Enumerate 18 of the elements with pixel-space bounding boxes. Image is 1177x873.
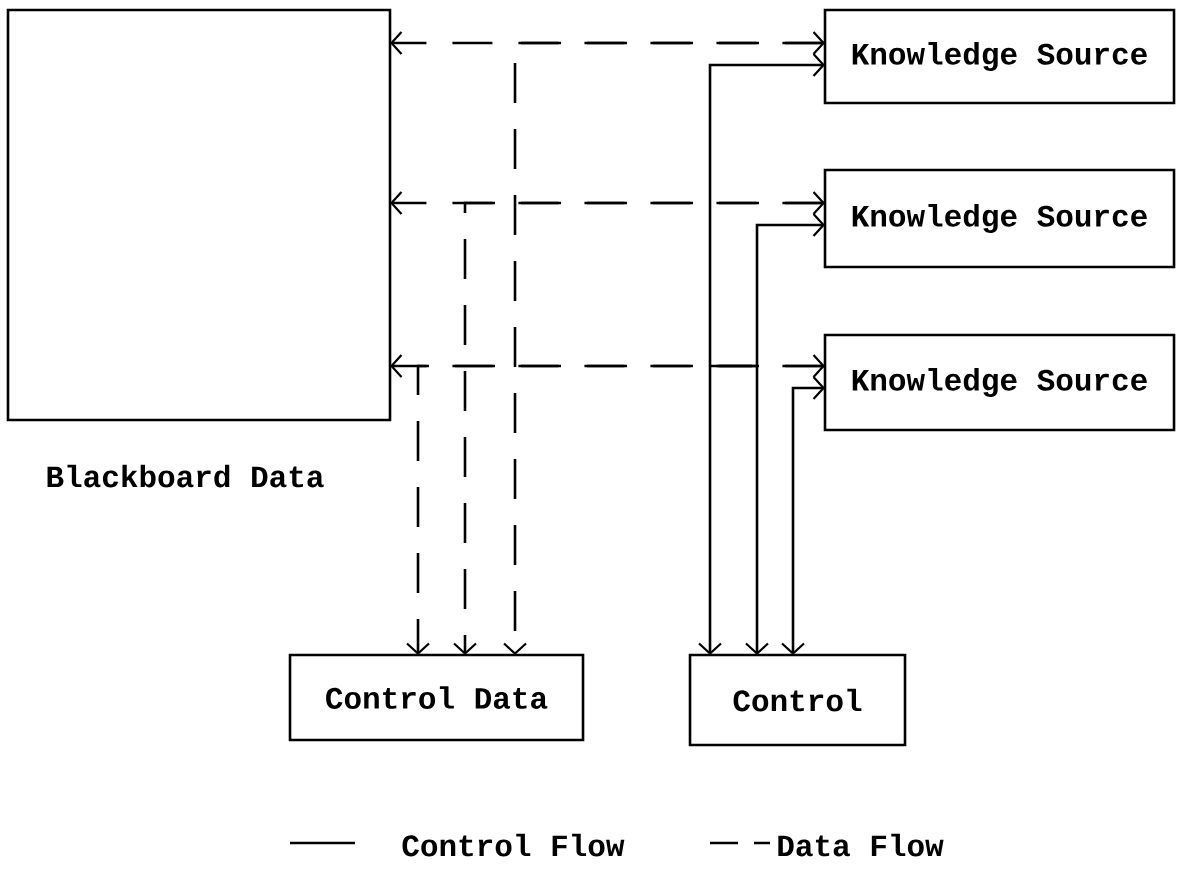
process-box: Control Data: [288, 653, 585, 742]
process-box: Knowledge Source: [823, 333, 1176, 432]
control-flow-arrow: [698, 53, 825, 655]
data-flow-arrow: [390, 191, 825, 215]
data-flow-arrow: [390, 354, 825, 378]
data-flow-arrow: [390, 31, 825, 55]
process-box: Knowledge Source: [823, 8, 1176, 105]
control-flow-arrow: [781, 376, 825, 655]
process-box: Knowledge Source: [823, 168, 1176, 269]
data-store-box: [6, 8, 392, 422]
legend-label: Control Flow: [402, 833, 625, 857]
legend-label: Data Flow: [778, 833, 944, 857]
data-flow-arrow: [453, 201, 825, 655]
data-flow-arrow: [503, 41, 825, 655]
box-caption: Blackboard Data: [47, 464, 324, 488]
process-box: Control: [688, 653, 907, 747]
control-flow-arrow: [745, 213, 825, 655]
data-flow-arrow: [406, 364, 825, 655]
